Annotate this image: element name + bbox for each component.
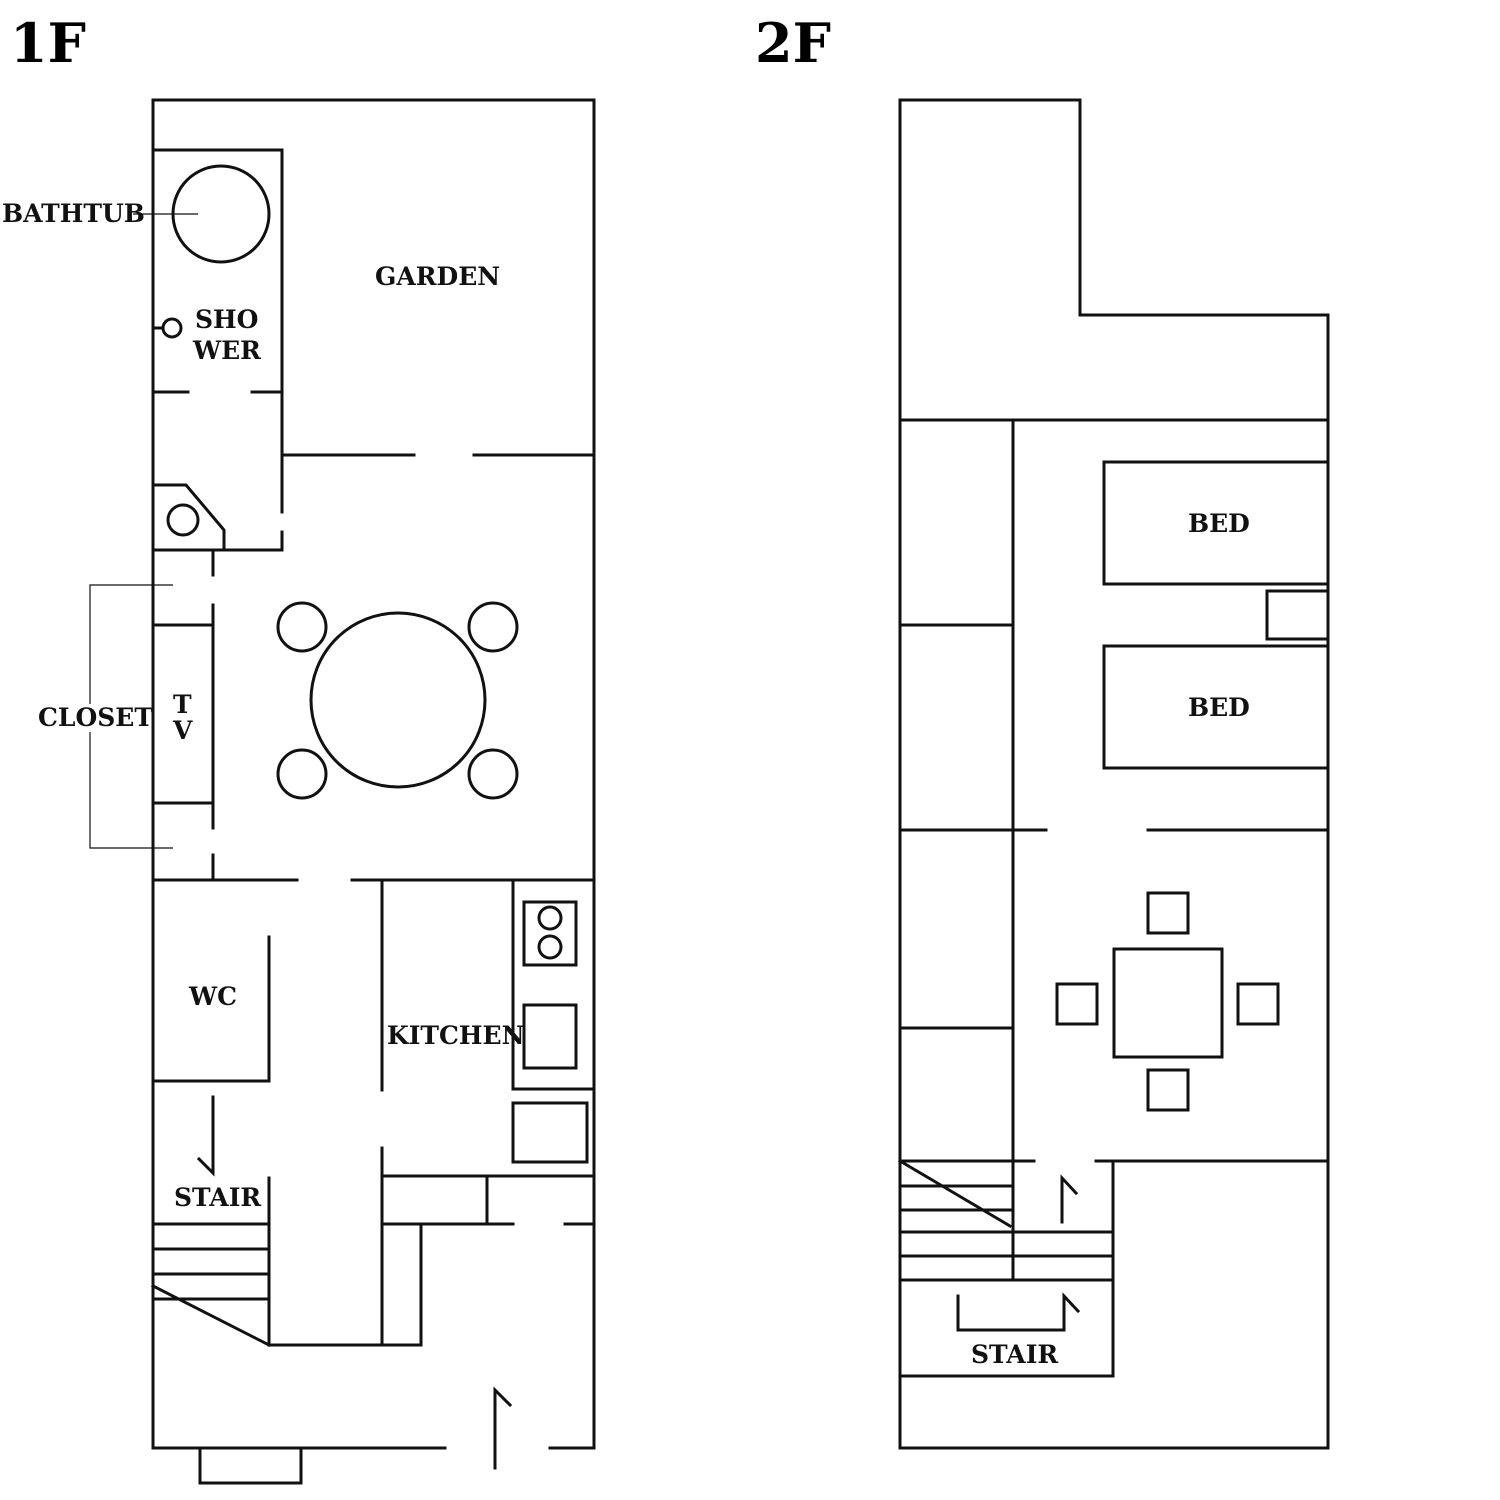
entry-arrow [493, 1386, 513, 1470]
stair-1f [150, 1176, 272, 1348]
label-closet: CLOSET [38, 703, 153, 732]
stair-2f [897, 1158, 1115, 1282]
chair [1055, 982, 1099, 1026]
bed [1102, 644, 1330, 770]
dining-chair [276, 748, 328, 800]
entry-wall [380, 1174, 596, 1226]
label-stair-2f: STAIR [971, 1340, 1058, 1369]
dining-table [309, 611, 487, 789]
wc-wall [151, 935, 271, 1083]
dining-chair [467, 748, 519, 800]
stair-arrow-up [1060, 1174, 1079, 1224]
tv-unit [151, 623, 215, 805]
stair-area-wall [898, 1159, 1330, 1378]
chair [1236, 982, 1280, 1026]
label-wc: WC [188, 982, 237, 1011]
floor-1-plan [89, 98, 596, 1485]
square-table [1112, 947, 1224, 1059]
label-stair-1f: STAIR [174, 1183, 261, 1212]
floor-2-outer-wall [898, 98, 1330, 1450]
chair [1146, 1068, 1190, 1112]
floor-1-outer-wall [151, 98, 596, 1450]
fridge [511, 1101, 589, 1164]
shower-head [161, 317, 183, 339]
nightstand [1265, 589, 1330, 641]
bed [1102, 460, 1330, 586]
left-storage-wall [898, 418, 1015, 1282]
label-garden: GARDEN [375, 262, 500, 291]
label-bathtub: BATHTUB [2, 199, 145, 228]
label-shower-1: SHO [195, 305, 258, 334]
stove [522, 900, 578, 967]
label-shower-2: WER [192, 336, 261, 365]
label-bed-1: BED [1188, 509, 1250, 538]
dining-chair [467, 601, 519, 653]
label-tv-2: V [172, 716, 193, 745]
sink-basin [166, 503, 200, 537]
stair-arrow [196, 1095, 215, 1177]
chair [1146, 891, 1190, 935]
burner [537, 934, 563, 960]
bathroom-wall [151, 148, 284, 552]
dining-chair [276, 601, 328, 653]
burner [537, 905, 563, 931]
label-bed-2: BED [1188, 693, 1250, 722]
floor-2-plan [897, 98, 1330, 1450]
kitchen-partition [267, 878, 423, 1347]
kitchen-counter [511, 878, 596, 1091]
floor-1-title: 1F [10, 11, 86, 75]
stair-turn-arrow [956, 1292, 1081, 1332]
closet-bracket [89, 584, 173, 849]
floor-2-title: 2F [755, 11, 831, 75]
label-kitchen: KITCHEN [387, 1021, 524, 1050]
entrance-step [198, 1446, 303, 1485]
kitchen-sink [522, 1003, 578, 1070]
label-tv-1: T [173, 690, 192, 719]
corner-sink [151, 483, 226, 552]
